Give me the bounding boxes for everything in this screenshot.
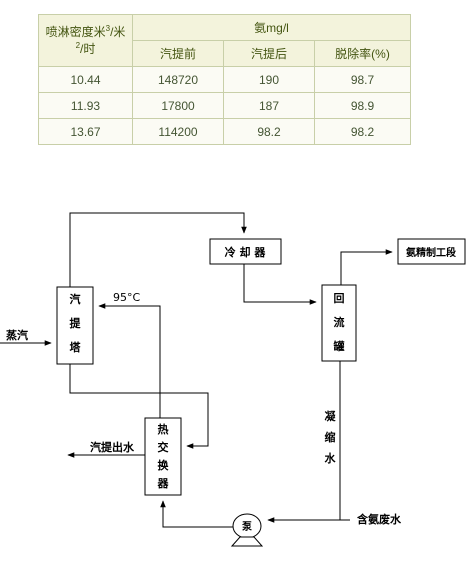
condensate-char-3: 水 — [325, 451, 337, 465]
table-cell: 148720 — [132, 66, 224, 93]
ammonia-removal-table: 喷淋密度米3/米 2/时 氨mg/l 汽提前 汽提后 脱除率(%) 10.44 … — [38, 14, 411, 145]
table-cell: 114200 — [132, 118, 224, 145]
stripper-char-3: 塔 — [70, 340, 82, 354]
table-cell: 98.2 — [314, 118, 411, 145]
steam-label: 蒸汽 — [6, 328, 28, 342]
col-header-after: 汽提后 — [223, 40, 315, 67]
ammonia-refining-box — [397, 238, 466, 265]
reflux-tank-char-2: 流 — [334, 315, 345, 329]
table-cell: 13.67 — [38, 118, 133, 145]
table-cell: 10.44 — [38, 66, 133, 93]
col-header-before: 汽提前 — [132, 40, 224, 67]
spray-density-header-mid: /米 — [110, 24, 126, 39]
table-cell: 17800 — [132, 92, 224, 119]
table-row: 11.93 17800 187 98.9 — [38, 92, 411, 119]
pump-to-exchanger-line — [160, 500, 233, 528]
spray-density-header-text: 喷淋密度米 — [45, 24, 106, 39]
table-cell: 190 — [223, 66, 315, 93]
feed-to-tower-line — [98, 303, 161, 418]
cooler — [209, 238, 282, 265]
stripping-tower — [56, 286, 94, 365]
heat-exchanger-char-3: 换 — [158, 458, 170, 472]
spray-density-header-sup1: 3 — [105, 23, 111, 33]
reflux-tank — [321, 284, 357, 362]
table-cell: 98.9 — [314, 92, 411, 119]
tower-bottom-line — [69, 364, 209, 449]
temperature-label: 95°C — [113, 291, 140, 304]
table-row: 10.44 148720 190 98.7 — [38, 66, 411, 93]
ammonia-group-header: 氨mg/l — [132, 14, 411, 41]
heat-exchanger-char-2: 交 — [158, 440, 169, 454]
heat-exchanger-char-4: 器 — [157, 477, 170, 490]
col-header-removal-rate: 脱除率(%) — [314, 40, 411, 67]
stripper-char-2: 提 — [70, 316, 82, 330]
cooler-label: 冷 却 器 — [225, 245, 267, 259]
reflux-tank-char-1: 回 — [334, 291, 345, 305]
ammonia-refining-label: 氨精制工段 — [406, 246, 456, 259]
pump — [230, 513, 264, 547]
ammonia-gas-line — [340, 249, 393, 285]
reflux-tank-char-3: 罐 — [333, 339, 345, 353]
condensate-char-1: 凝 — [325, 409, 337, 423]
cooler-to-tank-line — [243, 264, 317, 305]
spray-density-header-sup2: 2 — [75, 40, 81, 50]
spray-density-header-line2: /时 — [80, 41, 96, 56]
table-row: 13.67 114200 98.2 98.2 — [38, 118, 411, 145]
heat-exchanger-char-1: 热 — [158, 422, 169, 436]
ammonia-wastewater-label: 含氨废水 — [356, 512, 402, 526]
heat-exchanger — [144, 417, 182, 496]
stripped-water-out-label: 汽提出水 — [90, 440, 135, 454]
table-cell: 98.7 — [314, 66, 411, 93]
pump-label: 泵 — [242, 521, 253, 533]
spray-density-header: 喷淋密度米3/米 2/时 — [38, 14, 133, 67]
table-cell: 187 — [223, 92, 315, 119]
table-cell: 98.2 — [223, 118, 315, 145]
stripper-char-1: 汽 — [70, 292, 81, 306]
condensate-char-2: 缩 — [325, 430, 336, 444]
vapor-line — [69, 212, 247, 287]
